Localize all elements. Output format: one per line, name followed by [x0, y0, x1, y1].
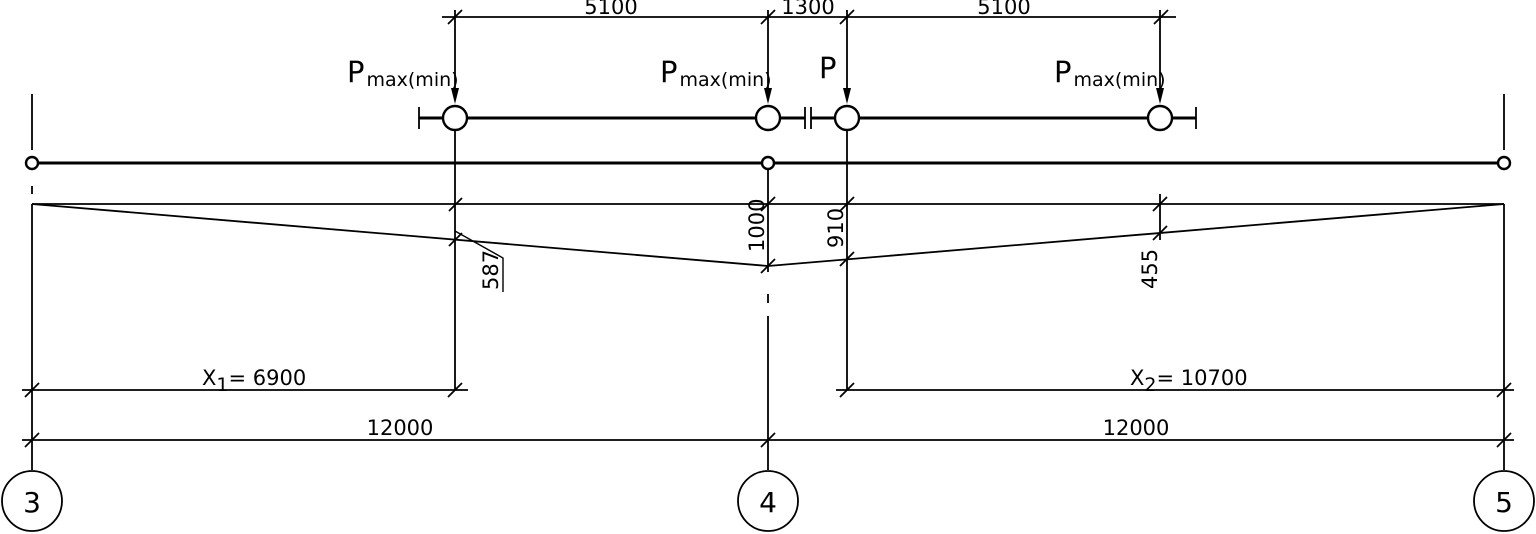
ordinate-label-587: 587 — [479, 250, 503, 290]
x1-label: X1= 6900 — [202, 366, 306, 396]
dim-tick — [1496, 432, 1512, 448]
dim-label-1300: 1300 — [781, 0, 834, 19]
dim-tick — [447, 382, 463, 398]
load-arrow-1 — [451, 10, 459, 104]
axis-label-5: 5 — [1495, 486, 1513, 519]
ordinate-tick — [1152, 225, 1168, 241]
support-hinge-3 — [24, 155, 40, 171]
ordinate-tick — [448, 197, 463, 212]
axis-marker-4 — [737, 470, 799, 532]
dim-tick — [839, 382, 855, 398]
load-arrow-3 — [843, 10, 851, 104]
dim-tick — [24, 382, 40, 398]
ordinate-leader-587 — [454, 230, 504, 292]
crane-bridge-left — [418, 107, 806, 129]
crane-wheel-1 — [441, 104, 469, 132]
ordinate-tick — [448, 232, 463, 247]
support-hinge-4 — [760, 155, 776, 171]
dim-tick — [24, 432, 40, 448]
load-arrow-4 — [1156, 10, 1164, 104]
crane-wheel-3 — [833, 104, 861, 132]
load-label-3: P — [819, 51, 837, 85]
dim-label-5100-left: 5100 — [584, 0, 637, 19]
ordinate-label-910: 910 — [824, 208, 848, 248]
ordinate-tick — [839, 196, 855, 212]
crane-wheel-2 — [754, 104, 782, 132]
axis-marker-3 — [1, 470, 63, 532]
crane-bridge-right — [810, 107, 1197, 129]
ordinate-tick — [760, 196, 776, 212]
axis-label-3: 3 — [23, 486, 41, 519]
dim-tick — [760, 432, 776, 448]
load-arrow-2 — [764, 10, 772, 104]
ordinate-label-1000: 1000 — [745, 199, 769, 252]
span-label-left: 12000 — [367, 416, 434, 440]
dim-tick — [1153, 9, 1169, 25]
dim-label-5100-right: 5100 — [977, 0, 1030, 19]
ordinate-tick — [760, 258, 776, 274]
crane-wheel-4 — [1146, 104, 1174, 132]
dim-tick — [1496, 382, 1512, 398]
support-hinge-5 — [1496, 155, 1512, 171]
ordinate-tick — [839, 251, 855, 267]
axis-label-4: 4 — [759, 486, 777, 519]
axis-marker-5 — [1473, 470, 1535, 532]
x2-label: X2= 10700 — [1130, 366, 1248, 396]
ordinate-label-455: 455 — [1138, 249, 1162, 289]
ordinate-tick — [1152, 196, 1168, 212]
span-label-right: 12000 — [1103, 416, 1170, 440]
